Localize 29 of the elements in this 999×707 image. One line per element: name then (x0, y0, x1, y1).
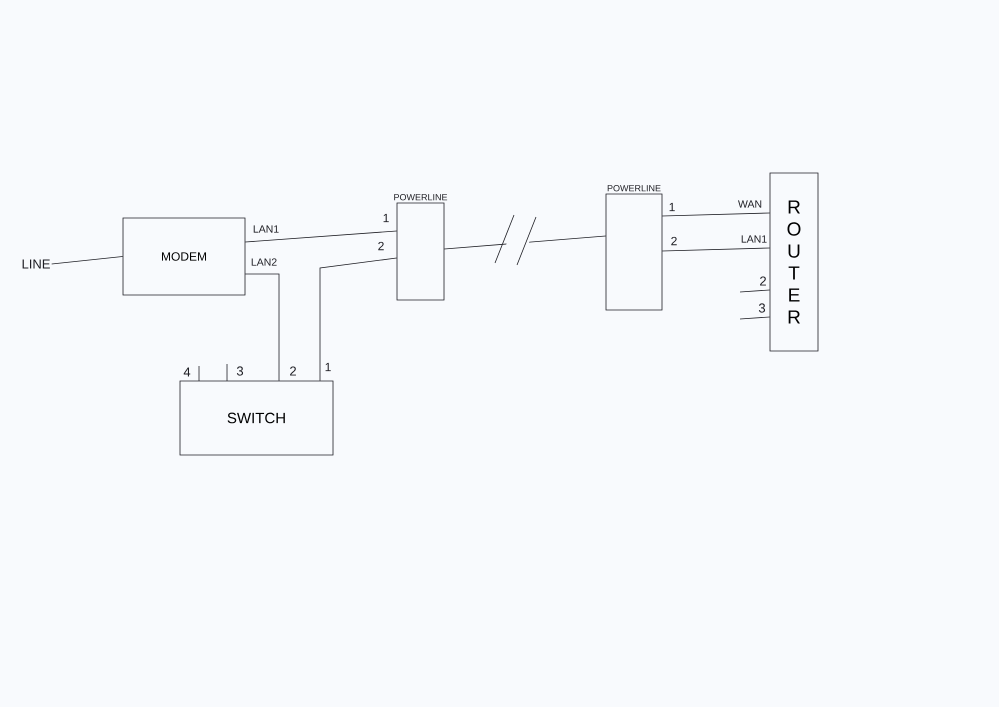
connection-line (444, 236, 606, 250)
port-label: 1 (384, 214, 389, 222)
port-line (740, 290, 770, 292)
source-label: LINE (22, 260, 50, 268)
port-label: 1 (670, 202, 675, 212)
port-label: 3 (758, 303, 766, 313)
connection-line (662, 212, 770, 216)
powerline-box: POWERLINE (394, 194, 448, 300)
port-label: LAN1 (254, 225, 279, 233)
port-label: 2 (290, 366, 296, 376)
connection-line (245, 230, 397, 242)
connection-line (320, 258, 397, 381)
port-label: WAN (738, 200, 762, 208)
port-label: 2 (671, 236, 677, 246)
node-label: POWERLINE (608, 185, 661, 192)
switch-box: SWITCH (180, 380, 334, 456)
port-label: LAN2 (252, 258, 277, 266)
port-line (740, 316, 770, 320)
port-label: 2 (378, 242, 384, 250)
port-label: 1 (326, 362, 331, 372)
node-label: POWERLINE (394, 194, 448, 200)
powerline-box: POWERLINE (606, 185, 662, 310)
connection-line (662, 248, 770, 252)
port-label: 2 (760, 276, 766, 286)
connection-line (51, 256, 123, 264)
modem-box: MODEM (122, 218, 246, 296)
connection-line (245, 274, 280, 381)
router-box: ROUTER (770, 172, 818, 352)
port-label: LAN1 (742, 235, 767, 243)
